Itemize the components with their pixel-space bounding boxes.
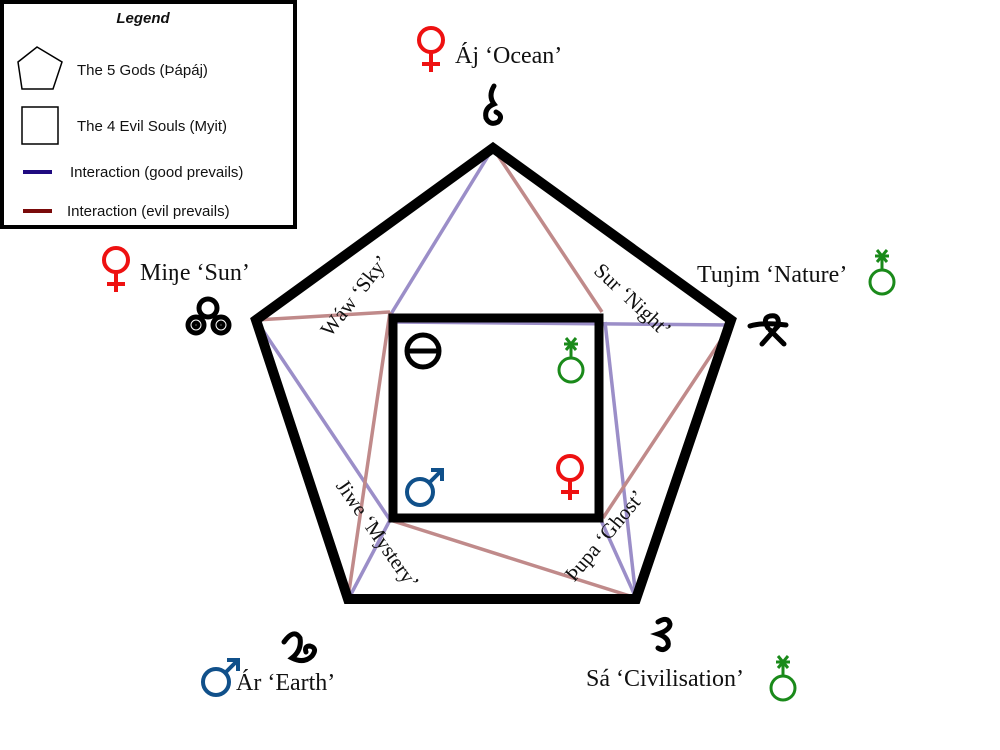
good-line bbox=[254, 319, 392, 521]
gods-pentagon bbox=[250, 141, 737, 604]
mars-symbol-icon bbox=[201, 658, 240, 697]
square-icon bbox=[21, 106, 59, 145]
good-line bbox=[389, 147, 495, 315]
good-line bbox=[347, 519, 392, 599]
ocean-glyph-icon bbox=[483, 83, 504, 126]
uranus-symbol-icon bbox=[769, 654, 797, 702]
soul-label-ghost: Þupa ‘Ghost’ bbox=[560, 485, 650, 586]
evil-line bbox=[491, 147, 604, 313]
god-label-nature: Tuŋim ‘Nature’ bbox=[697, 262, 847, 288]
civilisation-glyph-icon bbox=[650, 616, 673, 653]
legend-item-souls: The 4 Evil Souls (Myit) bbox=[77, 118, 227, 135]
evil-line bbox=[255, 310, 391, 322]
mars-symbol-icon bbox=[405, 468, 444, 507]
earth-glyph-icon bbox=[281, 631, 318, 664]
god-label-ocean: Áj ‘Ocean’ bbox=[455, 43, 562, 69]
venus-symbol-icon bbox=[556, 454, 584, 502]
good-line bbox=[598, 517, 638, 599]
nature-glyph-icon bbox=[747, 313, 789, 347]
legend-item-gods: The 5 Gods (Þápáj) bbox=[77, 62, 208, 79]
souls-square bbox=[388, 313, 604, 523]
god-label-sun: Miŋe ‘Sun’ bbox=[140, 260, 250, 286]
venus-symbol-icon bbox=[417, 26, 445, 74]
evil-line bbox=[601, 324, 733, 519]
evil-line bbox=[346, 311, 392, 599]
god-label-civilisation: Sá ‘Civilisation’ bbox=[586, 666, 744, 692]
soul-symbol-theta bbox=[404, 332, 442, 370]
legend-item-evil: Interaction (evil prevails) bbox=[67, 203, 230, 220]
good-line bbox=[603, 321, 638, 599]
god-label-earth: Ár ‘Earth’ bbox=[236, 670, 335, 696]
uranus-symbol-icon bbox=[868, 248, 896, 296]
legend-item-good: Interaction (good prevails) bbox=[70, 164, 243, 181]
sun-glyph-icon bbox=[185, 296, 232, 336]
legend: Legend The 5 Gods (Þápáj) The 4 Evil Sou… bbox=[0, 0, 297, 229]
venus-symbol-icon bbox=[102, 246, 130, 294]
legend-box bbox=[0, 0, 297, 229]
uranus-symbol-icon bbox=[557, 336, 585, 384]
legend-title: Legend bbox=[116, 10, 170, 27]
evil-line bbox=[389, 518, 637, 600]
pentagon-icon bbox=[17, 46, 63, 90]
